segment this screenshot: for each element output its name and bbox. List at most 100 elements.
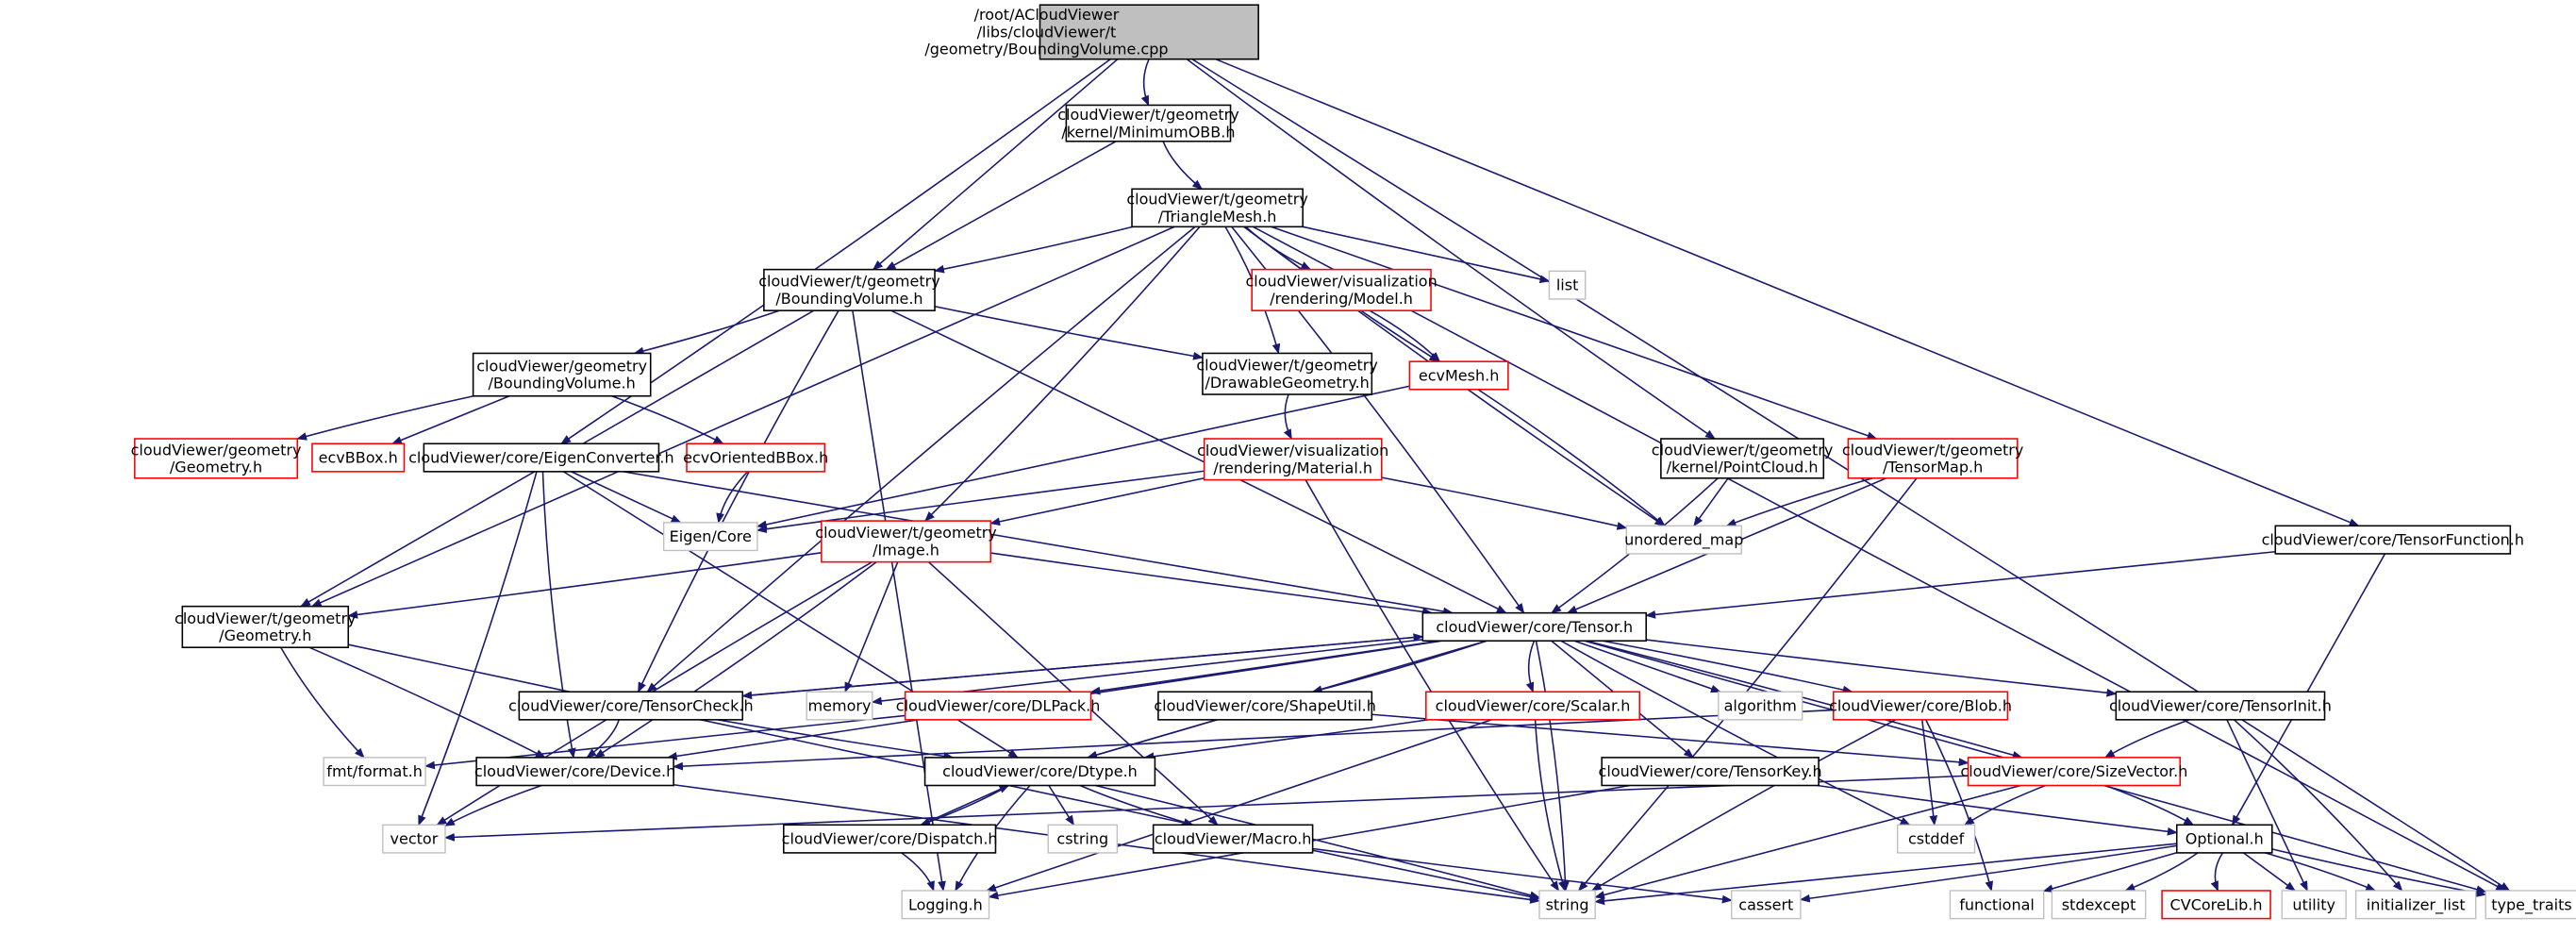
node-label: /geometry/BoundingVolume.cpp (924, 41, 1168, 58)
edge-dtype-to-cstring (1048, 785, 1075, 826)
edge-trimesh-to-tensormap (1271, 225, 1878, 440)
node-scalar[interactable]: cloudViewer/core/Scalar.h (1425, 691, 1641, 721)
edge-tensorcheck-to-dtype (717, 719, 955, 760)
node-dispatch[interactable]: cloudViewer/core/Dispatch.h (782, 824, 998, 854)
edge-material-to-umap (1381, 476, 1628, 530)
edge-image-to-tensor (990, 552, 1433, 616)
node-drawable[interactable]: cloudViewer/t/geometry/DrawableGeometry.… (1196, 352, 1378, 395)
node-tensorkey[interactable]: cloudViewer/core/TensorKey.h (1599, 757, 1822, 787)
node-box (1832, 691, 2009, 721)
edge-blob-to-cstddef (1921, 719, 1938, 826)
node-label: cloudViewer/core/TensorFunction.h (2262, 531, 2524, 549)
edge-material-to-eigencore (756, 470, 1205, 534)
edge-material-to-image (989, 476, 1205, 526)
node-box (1408, 360, 1509, 391)
edge-scalar-to-string (1534, 719, 1567, 893)
edge-trimesh-to-tgeom (310, 225, 1175, 608)
node-material[interactable]: cloudViewer/visualization/rendering/Mate… (1197, 438, 1388, 481)
node-tgeom[interactable]: cloudViewer/t/geometry/Geometry.h (175, 605, 357, 648)
node-box (181, 605, 350, 648)
node-dlpack[interactable]: cloudViewer/core/DLPack.h (896, 691, 1101, 721)
node-box (783, 824, 997, 854)
node-box (1425, 691, 1641, 721)
edge-optional-to-utility (2242, 852, 2296, 892)
node-tensorfunc[interactable]: cloudViewer/core/TensorFunction.h (2262, 525, 2524, 555)
edge-root-to-tbv (872, 58, 1119, 271)
node-dtype[interactable]: cloudViewer/core/Dtype.h (923, 757, 1156, 787)
node-umap: unordered_map (1624, 525, 1743, 555)
node-tensorcheck[interactable]: cloudViewer/core/TensorCheck.h (508, 691, 754, 721)
edge-optional-to-typetraits (2271, 848, 2487, 897)
node-blob[interactable]: cloudViewer/core/Blob.h (1829, 691, 2012, 721)
node-optional[interactable]: Optional.h (2175, 824, 2273, 854)
node-device[interactable]: cloudViewer/core/Device.h (474, 757, 675, 787)
node-eigconv[interactable]: cloudViewer/core/EigenConverter.h (408, 442, 674, 473)
node-box (2161, 890, 2271, 920)
node-sizevector[interactable]: cloudViewer/core/SizeVector.h (1960, 757, 2187, 787)
node-label: /Geometry.h (170, 459, 262, 476)
edge-tbv-to-tensorcheck (637, 309, 839, 693)
node-shapeutil[interactable]: cloudViewer/core/ShapeUtil.h (1154, 691, 1376, 721)
edge-minobb-to-tbv (885, 141, 1117, 271)
node-memory: memory (806, 691, 873, 721)
node-algorithm: algorithm (1718, 691, 1803, 721)
node-label: /BoundingVolume.h (489, 375, 636, 392)
node-ggeom[interactable]: cloudViewer/geometry/Geometry.h (131, 438, 302, 479)
node-box (1421, 611, 1647, 643)
edge-root-to-tensorfunc (1215, 58, 2360, 527)
node-cvcorelib[interactable]: CVCoreLib.h (2161, 890, 2271, 920)
edge-sizevector-to-optional (2104, 784, 2195, 826)
node-label: cassert (1738, 895, 1793, 913)
edge-tensormap-to-umap (1725, 477, 1873, 527)
node-label: unordered_map (1624, 531, 1743, 550)
node-label: cstring (1056, 830, 1108, 848)
edge-dtype-to-macro (1079, 784, 1194, 826)
node-macro[interactable]: cloudViewer/Macro.h (1152, 824, 1314, 854)
node-ecvmesh[interactable]: ecvMesh.h (1408, 360, 1509, 391)
node-box (1625, 525, 1742, 555)
edge-tensor-to-cstddef (1560, 640, 1911, 826)
edge-trimesh-to-list (1303, 225, 1551, 284)
node-ecvbbox[interactable]: ecvBBox.h (311, 442, 406, 473)
node-model[interactable]: cloudViewer/visualization/rendering/Mode… (1245, 268, 1438, 311)
node-trimesh[interactable]: cloudViewer/t/geometry/TriangleMesh.h (1126, 188, 1308, 228)
node-label: /TriangleMesh.h (1158, 208, 1277, 225)
node-box (1538, 890, 1596, 920)
node-label: cloudViewer/core/SizeVector.h (1960, 762, 2187, 780)
edge-gbv-to-ecvbbox (391, 395, 510, 444)
node-gbv[interactable]: cloudViewer/geometry/BoundingVolume.h (472, 352, 652, 397)
edge-pointcloud-to-umap (1693, 477, 1729, 527)
node-stdexcept: stdexcept (2051, 890, 2147, 920)
node-box (2175, 824, 2273, 854)
node-label: Logging.h (908, 895, 983, 913)
node-tbv[interactable]: cloudViewer/t/geometry/BoundingVolume.h (758, 268, 940, 311)
node-label: /rendering/Model.h (1270, 290, 1413, 308)
node-label: initializer_list (2367, 895, 2466, 914)
node-tensorinit[interactable]: cloudViewer/core/TensorInit.h (2109, 691, 2332, 721)
edge-eigconv-to-eigencore (571, 471, 682, 524)
node-ecvobb[interactable]: ecvOrientedBBox.h (683, 442, 828, 473)
edge-tensor-to-scalar (1525, 640, 1536, 693)
node-pointcloud[interactable]: cloudViewer/t/geometry/kernel/PointCloud… (1652, 438, 1834, 479)
node-box (2485, 890, 2576, 920)
node-utility: utility (2281, 890, 2347, 920)
edge-shapeutil-to-dtype (1087, 719, 1218, 760)
node-label: cloudViewer/t/geometry (175, 609, 357, 627)
node-tensormap[interactable]: cloudViewer/t/geometry/TensorMap.h (1842, 438, 2024, 479)
edge-image-to-memory (844, 561, 899, 693)
edge-material-to-string (1305, 479, 1560, 892)
node-image[interactable]: cloudViewer/t/geometry/Image.h (815, 520, 997, 563)
node-box (1718, 691, 1803, 721)
node-box (2051, 890, 2147, 920)
node-cstring: cstring (1047, 824, 1119, 854)
node-tensor[interactable]: cloudViewer/core/Tensor.h (1421, 611, 1647, 643)
node-box (1157, 691, 1373, 721)
node-root[interactable]: /root/ACloudViewer/libs/cloudViewer/t/ge… (924, 4, 1259, 60)
edge-root-to-pointcloud (1186, 58, 1716, 440)
node-minobb[interactable]: cloudViewer/t/geometry/kernel/MinimumOBB… (1057, 104, 1239, 142)
edge-ecvmesh-to-eigencore (756, 385, 1410, 529)
node-box (1065, 104, 1232, 142)
node-box (901, 890, 990, 920)
node-label: /root/ACloudViewer (974, 6, 1120, 24)
edge-tensorinit-to-sizevector (2103, 719, 2190, 759)
